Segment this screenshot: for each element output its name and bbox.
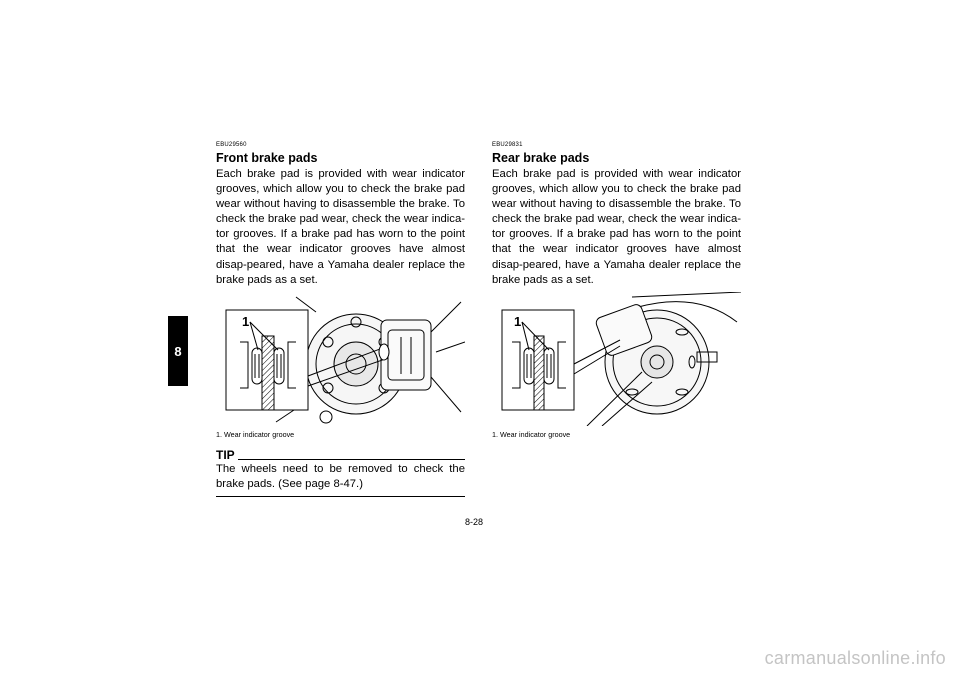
tip-rule [237, 458, 465, 460]
chapter-tab: 8 [168, 316, 188, 386]
page-number: 8-28 [465, 517, 484, 527]
rear-brake-drawing [501, 291, 741, 426]
front-brake-drawing [225, 296, 465, 424]
section-heading: Rear brake pads [492, 151, 590, 165]
tip-box: TIP The wheels need to be removed to che… [216, 447, 465, 497]
section-body: Each brake pad is provided with wear ind… [216, 168, 465, 286]
rear-brake-illustration: 1 [492, 291, 741, 426]
rear-brake-section: EBU29831 Rear brake pads Each brake pad … [492, 142, 741, 439]
figure-caption: 1. Wear indicator groove [216, 429, 295, 439]
front-brake-section: EBU29560 Front brake pads Each brake pad… [216, 142, 465, 497]
tip-title: TIP [216, 447, 235, 462]
tip-body: The wheels need to be removed to check t… [216, 462, 465, 490]
section-heading: Front brake pads [216, 151, 318, 165]
watermark: carmanualsonline.info [764, 648, 946, 668]
figure-caption: 1. Wear indicator groove [492, 429, 571, 439]
tip-end-rule [216, 495, 465, 497]
callout-number: 1 [514, 313, 522, 329]
section-body: Each brake pad is provided with wear ind… [492, 168, 741, 286]
callout-number: 1 [242, 313, 250, 329]
front-brake-illustration: 1 [216, 292, 465, 426]
section-code: EBU29560 [216, 142, 247, 148]
section-code: EBU29831 [492, 142, 523, 148]
